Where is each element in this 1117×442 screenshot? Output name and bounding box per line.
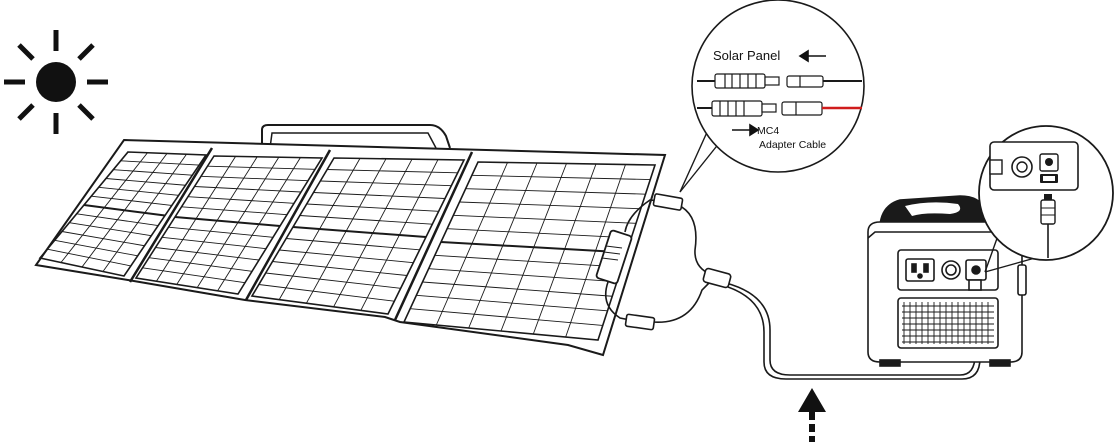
cell-line — [61, 231, 145, 247]
cell-line — [91, 195, 172, 206]
connector-pair-top — [697, 73, 862, 89]
cell-line — [453, 214, 637, 224]
mc4-label: MC4 — [757, 125, 779, 137]
cell-line — [200, 175, 309, 182]
cell-line — [98, 186, 179, 196]
solar-panel-label: Solar Panel — [713, 48, 780, 63]
power-station — [867, 195, 1027, 367]
cell-line — [272, 261, 408, 276]
sun-icon — [4, 30, 108, 134]
panel-handle — [261, 124, 451, 150]
cell-line — [76, 213, 159, 227]
cell-line — [320, 180, 452, 187]
cell-line — [161, 236, 267, 250]
cell-line — [181, 206, 288, 216]
cell-line — [113, 169, 193, 176]
cell-line — [292, 226, 427, 238]
cell-line — [428, 268, 618, 283]
cell-line — [207, 165, 316, 170]
cell-line — [258, 284, 395, 302]
cell-line — [168, 226, 274, 238]
cell-line — [174, 216, 281, 227]
adapter-cable-label: Adapter Cable — [759, 139, 826, 151]
connector-pair-bottom — [697, 100, 862, 117]
cell-line — [410, 308, 603, 326]
cell-line — [459, 201, 641, 210]
arrow-up-dashed-icon — [798, 388, 826, 442]
callout-connector: Solar Panel — [691, 0, 865, 173]
cell-line — [416, 294, 608, 312]
cell-line — [47, 248, 131, 267]
cell-line — [465, 188, 646, 195]
cell-line — [422, 281, 613, 297]
cell-line — [434, 254, 622, 268]
cell-line — [440, 241, 627, 254]
cell-line — [327, 169, 458, 174]
cell-line — [120, 160, 200, 166]
cell-line — [313, 192, 446, 199]
cell-line — [194, 186, 302, 193]
solar-panel — [34, 124, 667, 357]
callout-port — [978, 125, 1114, 273]
cell-line — [265, 272, 401, 289]
arrow-right-icon — [732, 123, 760, 137]
cell-line — [279, 249, 414, 264]
callout-pointer — [679, 129, 721, 193]
cell-line — [142, 267, 246, 284]
cell-line — [447, 228, 632, 239]
cell-line — [148, 257, 253, 272]
panel-frame — [34, 138, 667, 357]
vent-grill — [897, 297, 999, 349]
cell-line — [69, 222, 152, 237]
cell-line — [83, 204, 166, 217]
cell-line — [54, 239, 138, 257]
cell-line — [155, 247, 260, 261]
cell-line — [286, 238, 420, 251]
arrow-left-icon — [798, 49, 826, 63]
cell-line — [306, 203, 439, 212]
cell-line — [299, 215, 433, 225]
cables — [604, 193, 981, 380]
cell-line — [105, 178, 186, 186]
junction-box — [595, 229, 633, 285]
cell-line — [187, 196, 295, 204]
cell-line — [471, 174, 651, 181]
